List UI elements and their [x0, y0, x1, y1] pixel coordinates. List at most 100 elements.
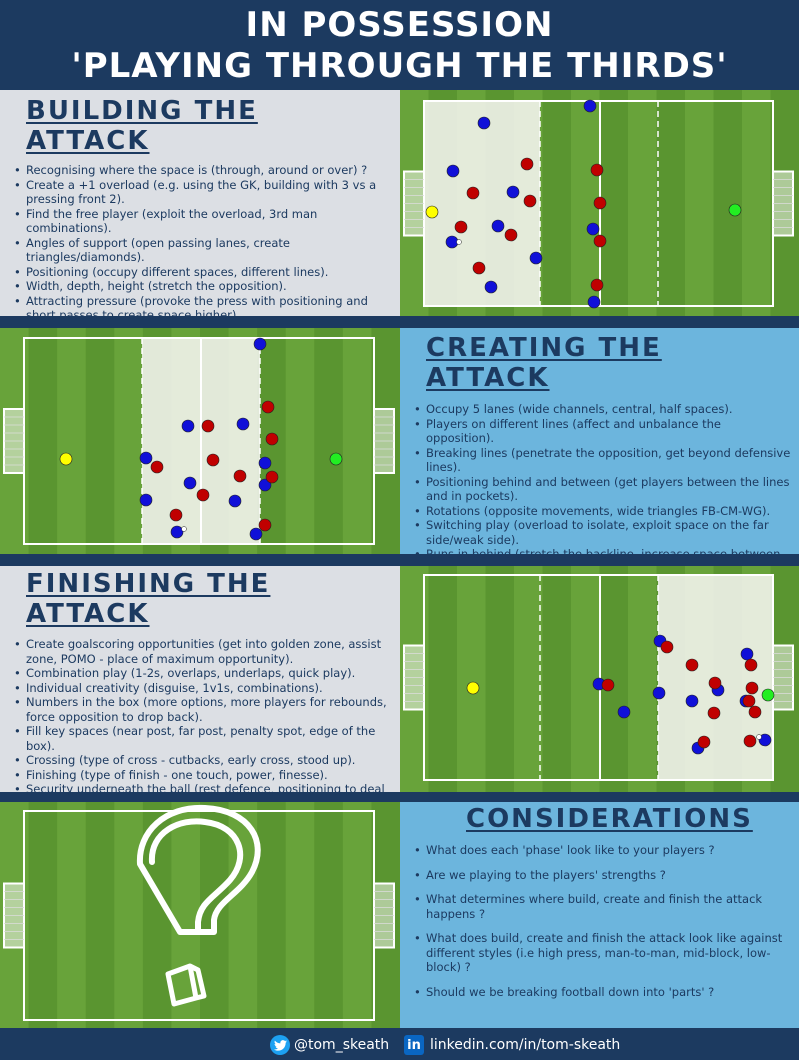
bullet-item: Width, depth, height (stretch the opposi…: [14, 279, 392, 294]
linkedin-link-text: linkedin.com/in/tom-skeath: [430, 1037, 621, 1053]
blue-player: [587, 295, 601, 309]
blue-player: [139, 451, 153, 465]
header: IN POSSESSION 'PLAYING THROUGH THE THIRD…: [0, 0, 799, 90]
red-player: [520, 157, 534, 171]
bullet-item: Fill key spaces (near post, far post, pe…: [14, 724, 392, 753]
footer: @tom_skeath in linkedin.com/in/tom-skeat…: [0, 1030, 799, 1060]
bullet-item: Attracting pressure (provoke the press w…: [14, 294, 392, 323]
grass-stripe: [57, 328, 87, 554]
blue-player: [445, 235, 459, 249]
creating-heading: CREATING THE ATTACK: [426, 333, 662, 393]
red-player: [258, 518, 272, 532]
bullet-item: What does each 'phase' look like to your…: [414, 843, 791, 858]
bullet-item: Rotations (opposite movements, wide tria…: [414, 504, 791, 519]
blue-player: [758, 733, 772, 747]
bullet-item: Numbers in the box (more options, more p…: [14, 695, 392, 724]
red-player: [150, 460, 164, 474]
bullet-item: Create a +1 overload (e.g. using the GK,…: [14, 178, 392, 207]
red-player: [472, 261, 486, 275]
ball: [456, 239, 462, 245]
bullet-item: Individual creativity (disguise, 1v1s, c…: [14, 681, 392, 696]
red-player: [590, 278, 604, 292]
finishing-pitch-diagram: [400, 566, 799, 792]
finishing-heading: FINISHING THE ATTACK: [26, 569, 271, 629]
bullet-item: What does build, create and finish the a…: [414, 931, 791, 975]
finishing-list: Create goalscoring opportunities (get in…: [12, 637, 392, 811]
grass-stripe: [628, 90, 658, 316]
considerations-heading: CONSIDERATIONS: [466, 804, 753, 834]
considerations-list: What does each 'phase' look like to your…: [412, 843, 791, 999]
grass-stripe: [314, 328, 344, 554]
red-player: [744, 658, 758, 672]
goal: [772, 644, 794, 711]
goalkeeper-yellow: [425, 205, 439, 219]
bullet-item: Players on different lines (affect and u…: [414, 417, 791, 446]
red-player: [206, 453, 220, 467]
building-list: Recognising where the space is (through,…: [12, 163, 392, 323]
building-text-panel: BUILDING THE ATTACK Recognising where th…: [0, 90, 400, 322]
building-pitch-diagram: [400, 90, 799, 316]
red-player: [265, 470, 279, 484]
bullet-item: Create goalscoring opportunities (get in…: [14, 637, 392, 666]
goalkeeper-green: [761, 688, 775, 702]
red-player: [748, 705, 762, 719]
bullet-item: Are we playing to the players' strengths…: [414, 868, 791, 883]
blue-player: [258, 456, 272, 470]
blue-player: [236, 417, 250, 431]
considerations-pitch-diagram: [0, 802, 400, 1028]
bullet-item: Positioning behind and between (get play…: [414, 475, 791, 504]
red-player: [265, 432, 279, 446]
blue-player: [139, 493, 153, 507]
blue-player: [446, 164, 460, 178]
bullet-item: Breaking lines (penetrate the opposition…: [414, 446, 791, 475]
linkedin-link[interactable]: in linkedin.com/in/tom-skeath: [404, 1034, 620, 1056]
blue-player: [529, 251, 543, 265]
red-player: [660, 640, 674, 654]
blue-player: [253, 337, 267, 351]
question-mark-dot-icon: [165, 963, 207, 1007]
grass-stripe: [314, 802, 344, 1028]
bullet-item: Occupy 5 lanes (wide channels, central, …: [414, 402, 791, 417]
bullet-item: Find the free player (exploit the overlo…: [14, 207, 392, 236]
blue-player: [249, 527, 263, 541]
red-player: [504, 228, 518, 242]
blue-player: [477, 116, 491, 130]
ball: [181, 526, 187, 532]
grass-stripe: [457, 566, 487, 792]
grass-stripe: [542, 90, 572, 316]
goal: [3, 408, 25, 474]
blue-player: [586, 222, 600, 236]
grass-stripe: [428, 566, 458, 792]
highlight-zone: [424, 101, 540, 306]
red-player: [745, 681, 759, 695]
red-player: [454, 220, 468, 234]
red-player: [708, 676, 722, 690]
goalkeeper-yellow: [59, 452, 73, 466]
grass-stripe: [713, 90, 743, 316]
twitter-handle[interactable]: @tom_skeath: [270, 1034, 389, 1056]
blue-player: [484, 280, 498, 294]
creating-list: Occupy 5 lanes (wide channels, central, …: [412, 402, 791, 576]
blue-player: [228, 494, 242, 508]
grass-stripe: [342, 328, 373, 554]
goal: [373, 882, 395, 949]
red-player: [742, 694, 756, 708]
grass-stripe: [342, 802, 373, 1028]
blue-player: [652, 686, 666, 700]
red-player: [593, 196, 607, 210]
goalkeeper-yellow: [466, 681, 480, 695]
grass-stripe: [742, 90, 772, 316]
goal: [3, 882, 25, 949]
grass-stripe: [285, 802, 316, 1028]
blue-player: [740, 647, 754, 661]
red-player: [233, 469, 247, 483]
title-line-1: IN POSSESSION: [245, 5, 554, 45]
blue-player: [181, 419, 195, 433]
finishing-pitch: [400, 566, 799, 792]
twitter-icon: [270, 1035, 290, 1055]
grass-stripe: [57, 802, 87, 1028]
bullet-item: Crossing (type of cross - cutbacks, earl…: [14, 753, 392, 768]
question-mark-icon: [136, 804, 261, 935]
red-player: [593, 234, 607, 248]
grass-stripe: [85, 328, 116, 554]
